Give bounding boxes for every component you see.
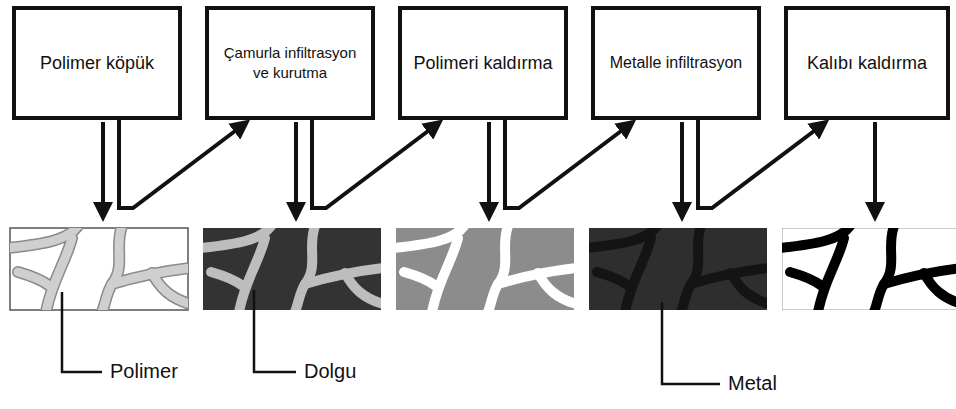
- metal-panel: [587, 226, 769, 312]
- part-label: Dolgu: [302, 360, 358, 383]
- flow-arrow: [119, 120, 247, 208]
- flow-arrow: [698, 120, 826, 208]
- process-box: Polimeri kaldırma: [398, 6, 568, 120]
- process-box: Metalle infiltrasyon: [591, 6, 761, 120]
- flow-arrow: [505, 120, 633, 208]
- box-text: Polimer köpük: [40, 51, 154, 75]
- box-text: Polimeri kaldırma: [413, 51, 552, 75]
- box-text: Metalle infiltrasyon: [610, 52, 743, 74]
- foam-panel: [8, 226, 190, 312]
- process-box: Çamurla infiltrasyon ve kurutma: [205, 6, 375, 120]
- leader-line: [62, 290, 720, 384]
- mould-panel: [394, 226, 576, 312]
- process-box: Polimer köpük: [12, 6, 182, 120]
- part-label: Polimer: [108, 360, 180, 383]
- slurry-panel: [201, 226, 383, 312]
- metal-foam-panel: [780, 226, 956, 312]
- process-box: Kalıbı kaldırma: [784, 6, 950, 120]
- box-text: Çamurla infiltrasyon ve kurutma: [217, 43, 363, 84]
- box-text: Kalıbı kaldırma: [807, 51, 927, 75]
- part-label: Metal: [726, 372, 779, 395]
- flow-arrow: [312, 120, 440, 208]
